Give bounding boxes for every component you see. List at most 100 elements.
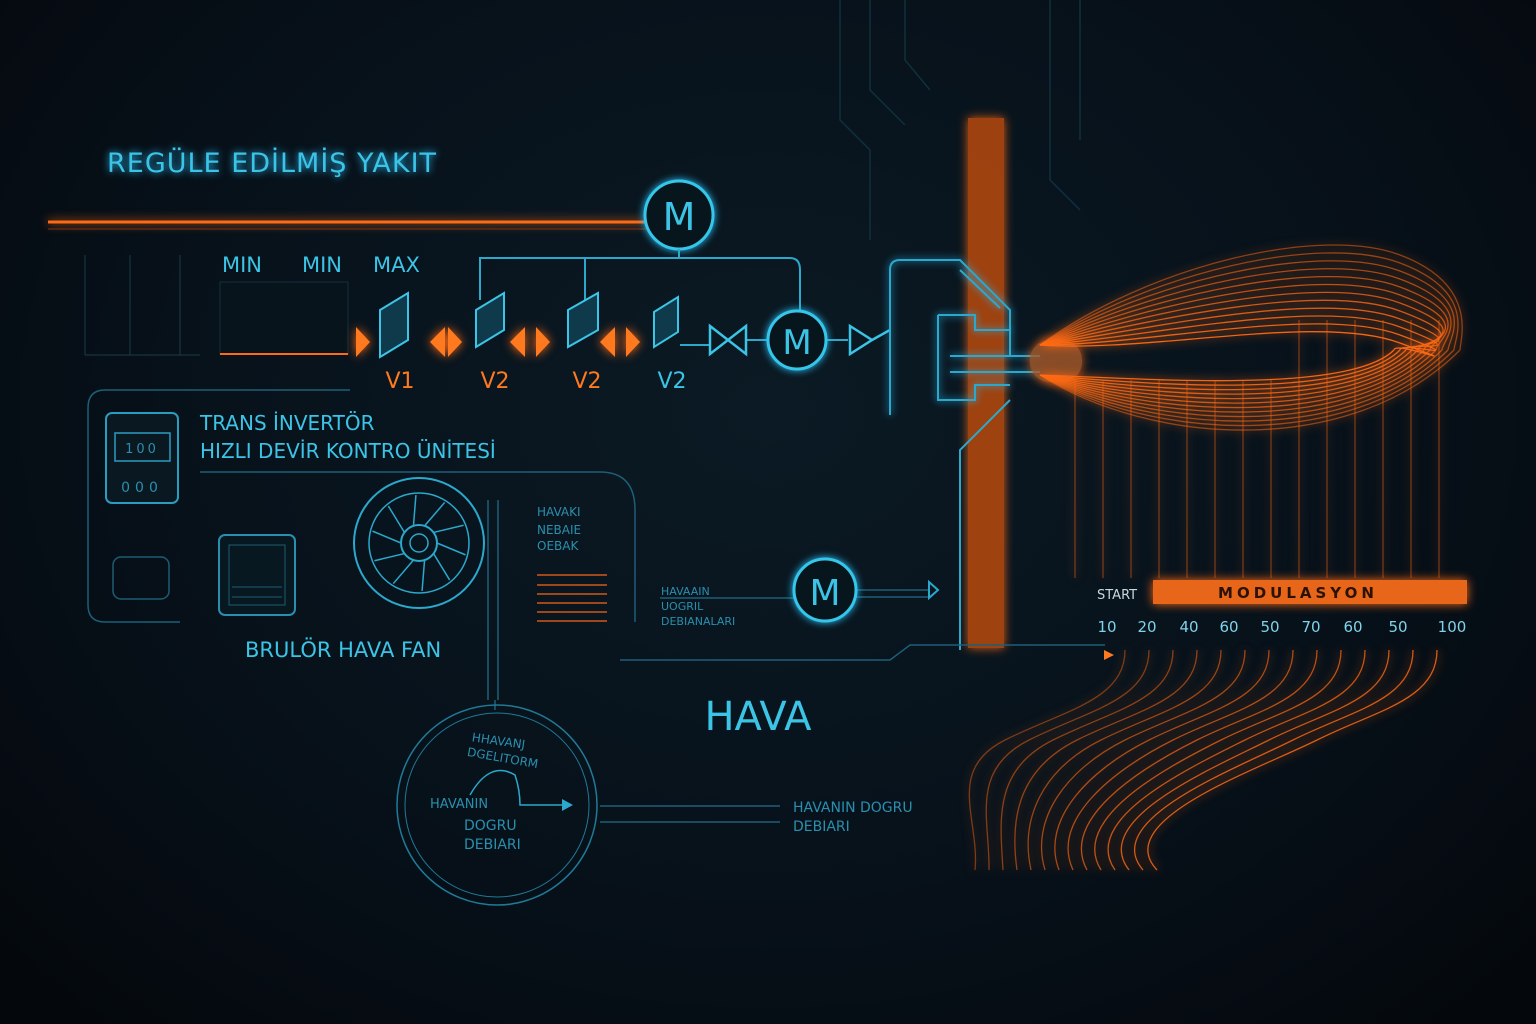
fuel-motor[interactable]: M [643,179,715,251]
modulation-wave [1027,649,1222,871]
panel-card[interactable] [218,534,296,616]
air-fan[interactable] [353,477,485,609]
burner-head [889,118,1082,650]
flame-line [1039,244,1463,431]
motor-label: M [782,323,811,363]
flame-line [1039,331,1435,382]
gas-pipe [680,339,848,346]
air-motor-text-2: UOGRIL [661,600,704,613]
fan-blade [374,552,405,562]
valve-icon [653,295,679,349]
flame-line [1039,276,1449,413]
fan-blade [436,542,466,556]
fan-side-text-1: HAVAKI [537,505,581,519]
scale-tick-label: 60 [1219,618,1238,636]
valve-train: V1 V2 V2 V2 M [356,291,891,394]
fan-blade [387,505,406,533]
inverter-display[interactable]: 100 000 [105,412,179,504]
valve-icon [475,291,505,349]
limit-min-1: MIN [222,253,262,277]
fan-blade [412,495,417,526]
fan-side-text-3: OEBAK [537,539,579,553]
scale-tick-label: 20 [1137,618,1156,636]
fan-housing [353,477,485,609]
flame-line [1039,315,1438,391]
modulation-wave [1014,649,1198,871]
modulation-wave [1000,649,1174,871]
motor-icon [792,557,858,623]
fan-blade [421,560,426,591]
modulation-bar[interactable]: START MODULASYON [1097,580,1467,604]
modulation-wave [1120,649,1390,871]
modulation-wave [968,649,1126,871]
modulation-wave [1067,649,1294,871]
check-valve-icon [848,323,891,357]
valve-v2-a[interactable]: V2 [475,291,510,394]
display-value: 100 [125,442,159,457]
air-motor-text-1: HAVAAIN [661,585,710,598]
modulation-waves [968,649,1438,871]
inverter-title-line2: HIZLI DEVİR KONTRO ÜNİTESİ [200,439,496,463]
scale-tick-label: 10 [1097,618,1116,636]
valve-v1[interactable]: V1 [379,291,415,394]
inverter-panel-frame [87,389,636,623]
scale-tick-label: 100 [1438,618,1467,636]
scale-tick-label: 50 [1388,618,1407,636]
panel-button[interactable] [112,556,170,600]
valve-v2-b[interactable]: V2 [567,291,602,394]
scale-tick-label: 40 [1179,618,1198,636]
air-feed-line [620,644,1105,661]
arrow-right-icon [928,579,940,601]
modulation-wave [1080,649,1318,871]
modulation-wave [1147,649,1438,871]
scale-tick-label: 50 [1260,618,1279,636]
nozzle-icon [1030,340,1082,382]
dial-text-1: HAVANIN [430,797,488,812]
air-flow-dial[interactable]: HHAVANJ DGELITORM HAVANIN DOGRU DEBIARI [396,704,598,906]
fan-blade [432,553,451,581]
flow-output-text-1: HAVANIN DOGRU [793,800,913,816]
dial-needle [469,769,565,806]
fan-blade [372,530,402,544]
motor-label: M [809,573,840,614]
flow-arrow-icon [356,327,370,357]
flame-line [1039,252,1459,427]
motor-linkage [479,249,801,310]
motor-label: M [663,195,696,239]
flow-arrow-icon [510,327,550,357]
valve-v2-c[interactable]: V2 [653,295,687,394]
flame-line [1039,307,1440,395]
flame-line [1039,260,1455,422]
modulation-label: MODULASYON [1218,584,1378,602]
modulation-wave [1094,649,1342,871]
burner-tube [968,118,1004,648]
dial-text-2: DOGRU [464,818,517,834]
fan-blade [392,559,415,585]
arrow-right-icon [1104,650,1114,660]
dial-text-3: DEBIARI [464,837,521,853]
dial-arc-text-2: DGELITORM [466,745,539,771]
valve-label: V2 [657,369,686,394]
fan-blade [433,524,464,534]
arrow-right-icon [562,799,573,811]
fan-duct [487,500,499,710]
valve-icon [379,291,409,359]
flow-arrow-icon [430,327,462,357]
dial-outer [396,704,598,906]
fan-icon [368,492,470,594]
panel-card-lines [228,544,286,606]
valve-icon [567,291,599,349]
flame-line [1039,283,1447,409]
air-motor-text-3: DEBIANALARI [661,615,735,628]
valve-label: V2 [480,369,509,394]
flame-line [1039,268,1452,418]
valve-label: V1 [385,369,414,394]
fan-indicator-bars [537,574,607,622]
air-label: HAVA [704,694,812,740]
limit-gauge-box [219,281,349,355]
gas-motor[interactable]: M [766,309,828,371]
air-motor[interactable]: M [792,557,858,623]
